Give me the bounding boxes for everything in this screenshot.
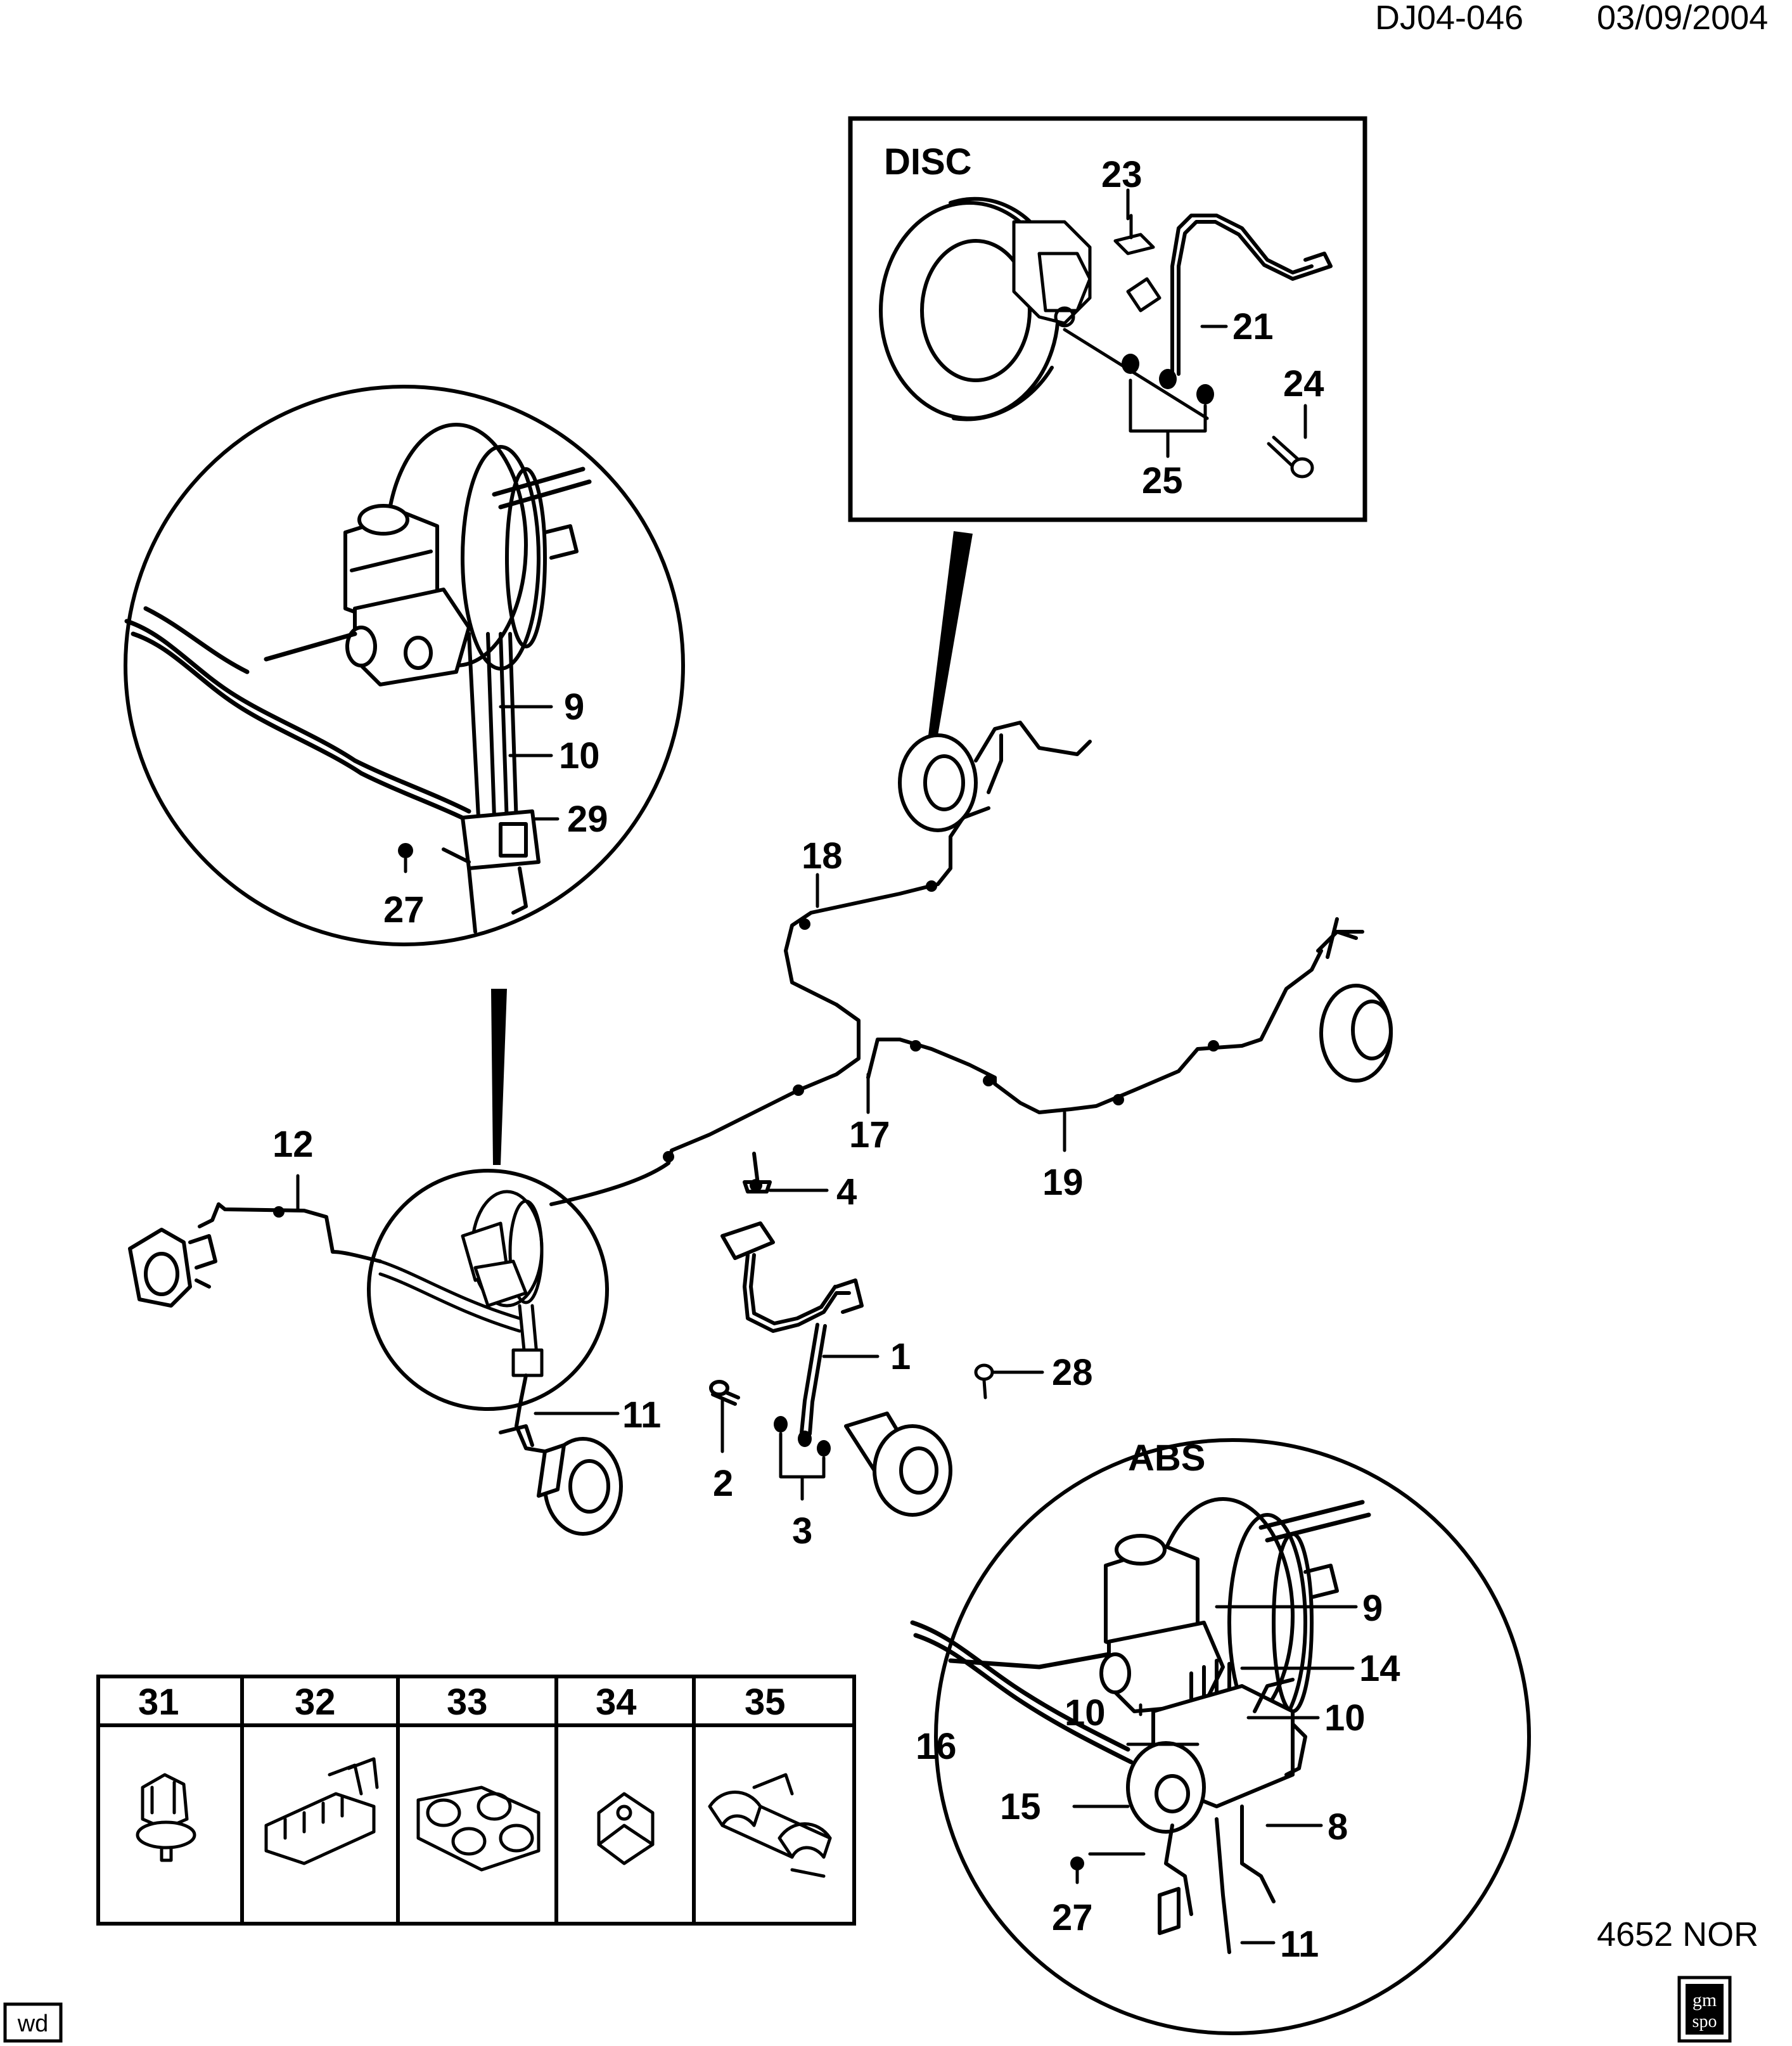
label-10-abs-left: 10	[1065, 1692, 1106, 1734]
label-17: 17	[849, 1114, 890, 1155]
label-15: 15	[1000, 1786, 1041, 1827]
label-8: 8	[1328, 1806, 1348, 1848]
right-front-rotor	[499, 1424, 623, 1536]
label-1: 1	[890, 1336, 911, 1377]
label-9-upper: 9	[564, 686, 584, 728]
clip-header-35: 35	[745, 1682, 786, 1723]
label-16: 16	[916, 1726, 957, 1767]
front-hose-assembly	[709, 1152, 952, 1517]
clip-header-34: 34	[596, 1682, 637, 1723]
clip-32-icon	[264, 1757, 379, 1865]
disc-inset: DISC	[848, 116, 1367, 522]
left-rear-wheel	[898, 721, 1092, 832]
clip-31-icon	[136, 1773, 196, 1862]
clip-header-32: 32	[295, 1682, 336, 1723]
clip-33-icon	[416, 1785, 541, 1872]
footer-ref: 4652 NOR	[1597, 1915, 1758, 1953]
label-2: 2	[713, 1463, 733, 1504]
label-27-abs: 27	[1052, 1897, 1093, 1938]
label-21: 21	[1232, 306, 1274, 347]
disc-inset-pointer	[928, 531, 973, 735]
right-rear-wheel	[1316, 917, 1393, 1083]
doc-date: 03/09/2004	[1597, 0, 1768, 37]
master-cylinder-detail: 9 10 29 27	[124, 385, 685, 946]
line-clips	[273, 880, 1219, 1218]
label-10-abs-right: 10	[1324, 1697, 1366, 1739]
clip-header-33: 33	[447, 1682, 488, 1723]
abs-detail: ABS	[910, 1438, 1531, 2035]
label-10-upper: 10	[559, 735, 600, 776]
corner-tag-text: wd	[17, 2011, 49, 2037]
brake-lines	[198, 806, 1323, 1453]
corner-tag: wd	[3, 2002, 63, 2043]
label-27-upper: 27	[383, 889, 425, 930]
label-14: 14	[1359, 1648, 1400, 1689]
gm-spo-logo: gm spo	[1677, 1976, 1732, 2043]
clip-34-icon	[597, 1792, 655, 1865]
label-24: 24	[1283, 363, 1324, 404]
disc-inset-title: DISC	[884, 141, 972, 183]
label-12: 12	[272, 1124, 314, 1165]
logo-bottom-text: spo	[1693, 2012, 1717, 2031]
label-4: 4	[836, 1171, 857, 1213]
doc-id: DJ04-046	[1375, 0, 1523, 37]
label-28: 28	[1052, 1352, 1093, 1393]
label-9-abs: 9	[1362, 1588, 1383, 1629]
label-18: 18	[802, 835, 843, 877]
label-29: 29	[567, 799, 608, 840]
label-25: 25	[1142, 460, 1183, 501]
label-11-abs: 11	[1280, 1924, 1319, 1965]
label-19: 19	[1042, 1162, 1084, 1203]
leaders-main	[296, 873, 1066, 1501]
logo-top-text: gm	[1693, 1990, 1717, 2011]
left-front-caliper	[128, 1228, 217, 1308]
booster-locator-detail	[367, 1169, 609, 1411]
clip-35-icon	[708, 1773, 832, 1878]
clip-header-31: 31	[138, 1682, 179, 1723]
label-3: 3	[792, 1510, 812, 1552]
label-23: 23	[1101, 154, 1142, 195]
upper-detail-pointer	[491, 989, 507, 1165]
label-11-mid: 11	[622, 1394, 661, 1436]
abs-detail-title: ABS	[1128, 1438, 1205, 1479]
clip-table: 31 32 33 34 35	[96, 1675, 856, 1926]
bolt-28	[974, 1363, 1044, 1399]
